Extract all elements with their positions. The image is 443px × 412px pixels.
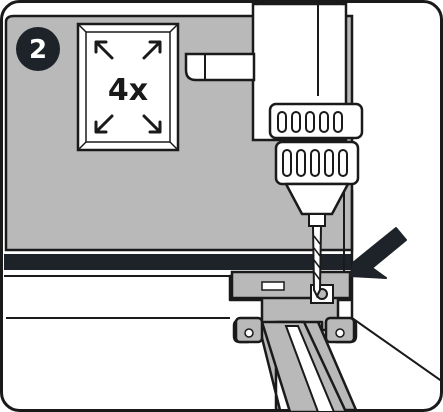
repeat-count-label: 4x — [108, 73, 148, 108]
bracket-hole-left — [244, 328, 254, 338]
bracket-top-slot — [261, 281, 285, 291]
bracket-arm-slot — [284, 325, 336, 412]
panel-edge-strip — [4, 254, 352, 270]
expand-arrows-icon — [76, 22, 180, 152]
arrow-pointer-icon — [349, 227, 407, 279]
bracket-hole-right — [335, 328, 345, 338]
drill-handle-stub — [184, 52, 256, 82]
step-number-badge — [16, 27, 60, 71]
power-drill-icon — [251, 0, 364, 299]
step-number-label: 2 — [29, 35, 47, 65]
floor-diagonal — [351, 317, 443, 383]
